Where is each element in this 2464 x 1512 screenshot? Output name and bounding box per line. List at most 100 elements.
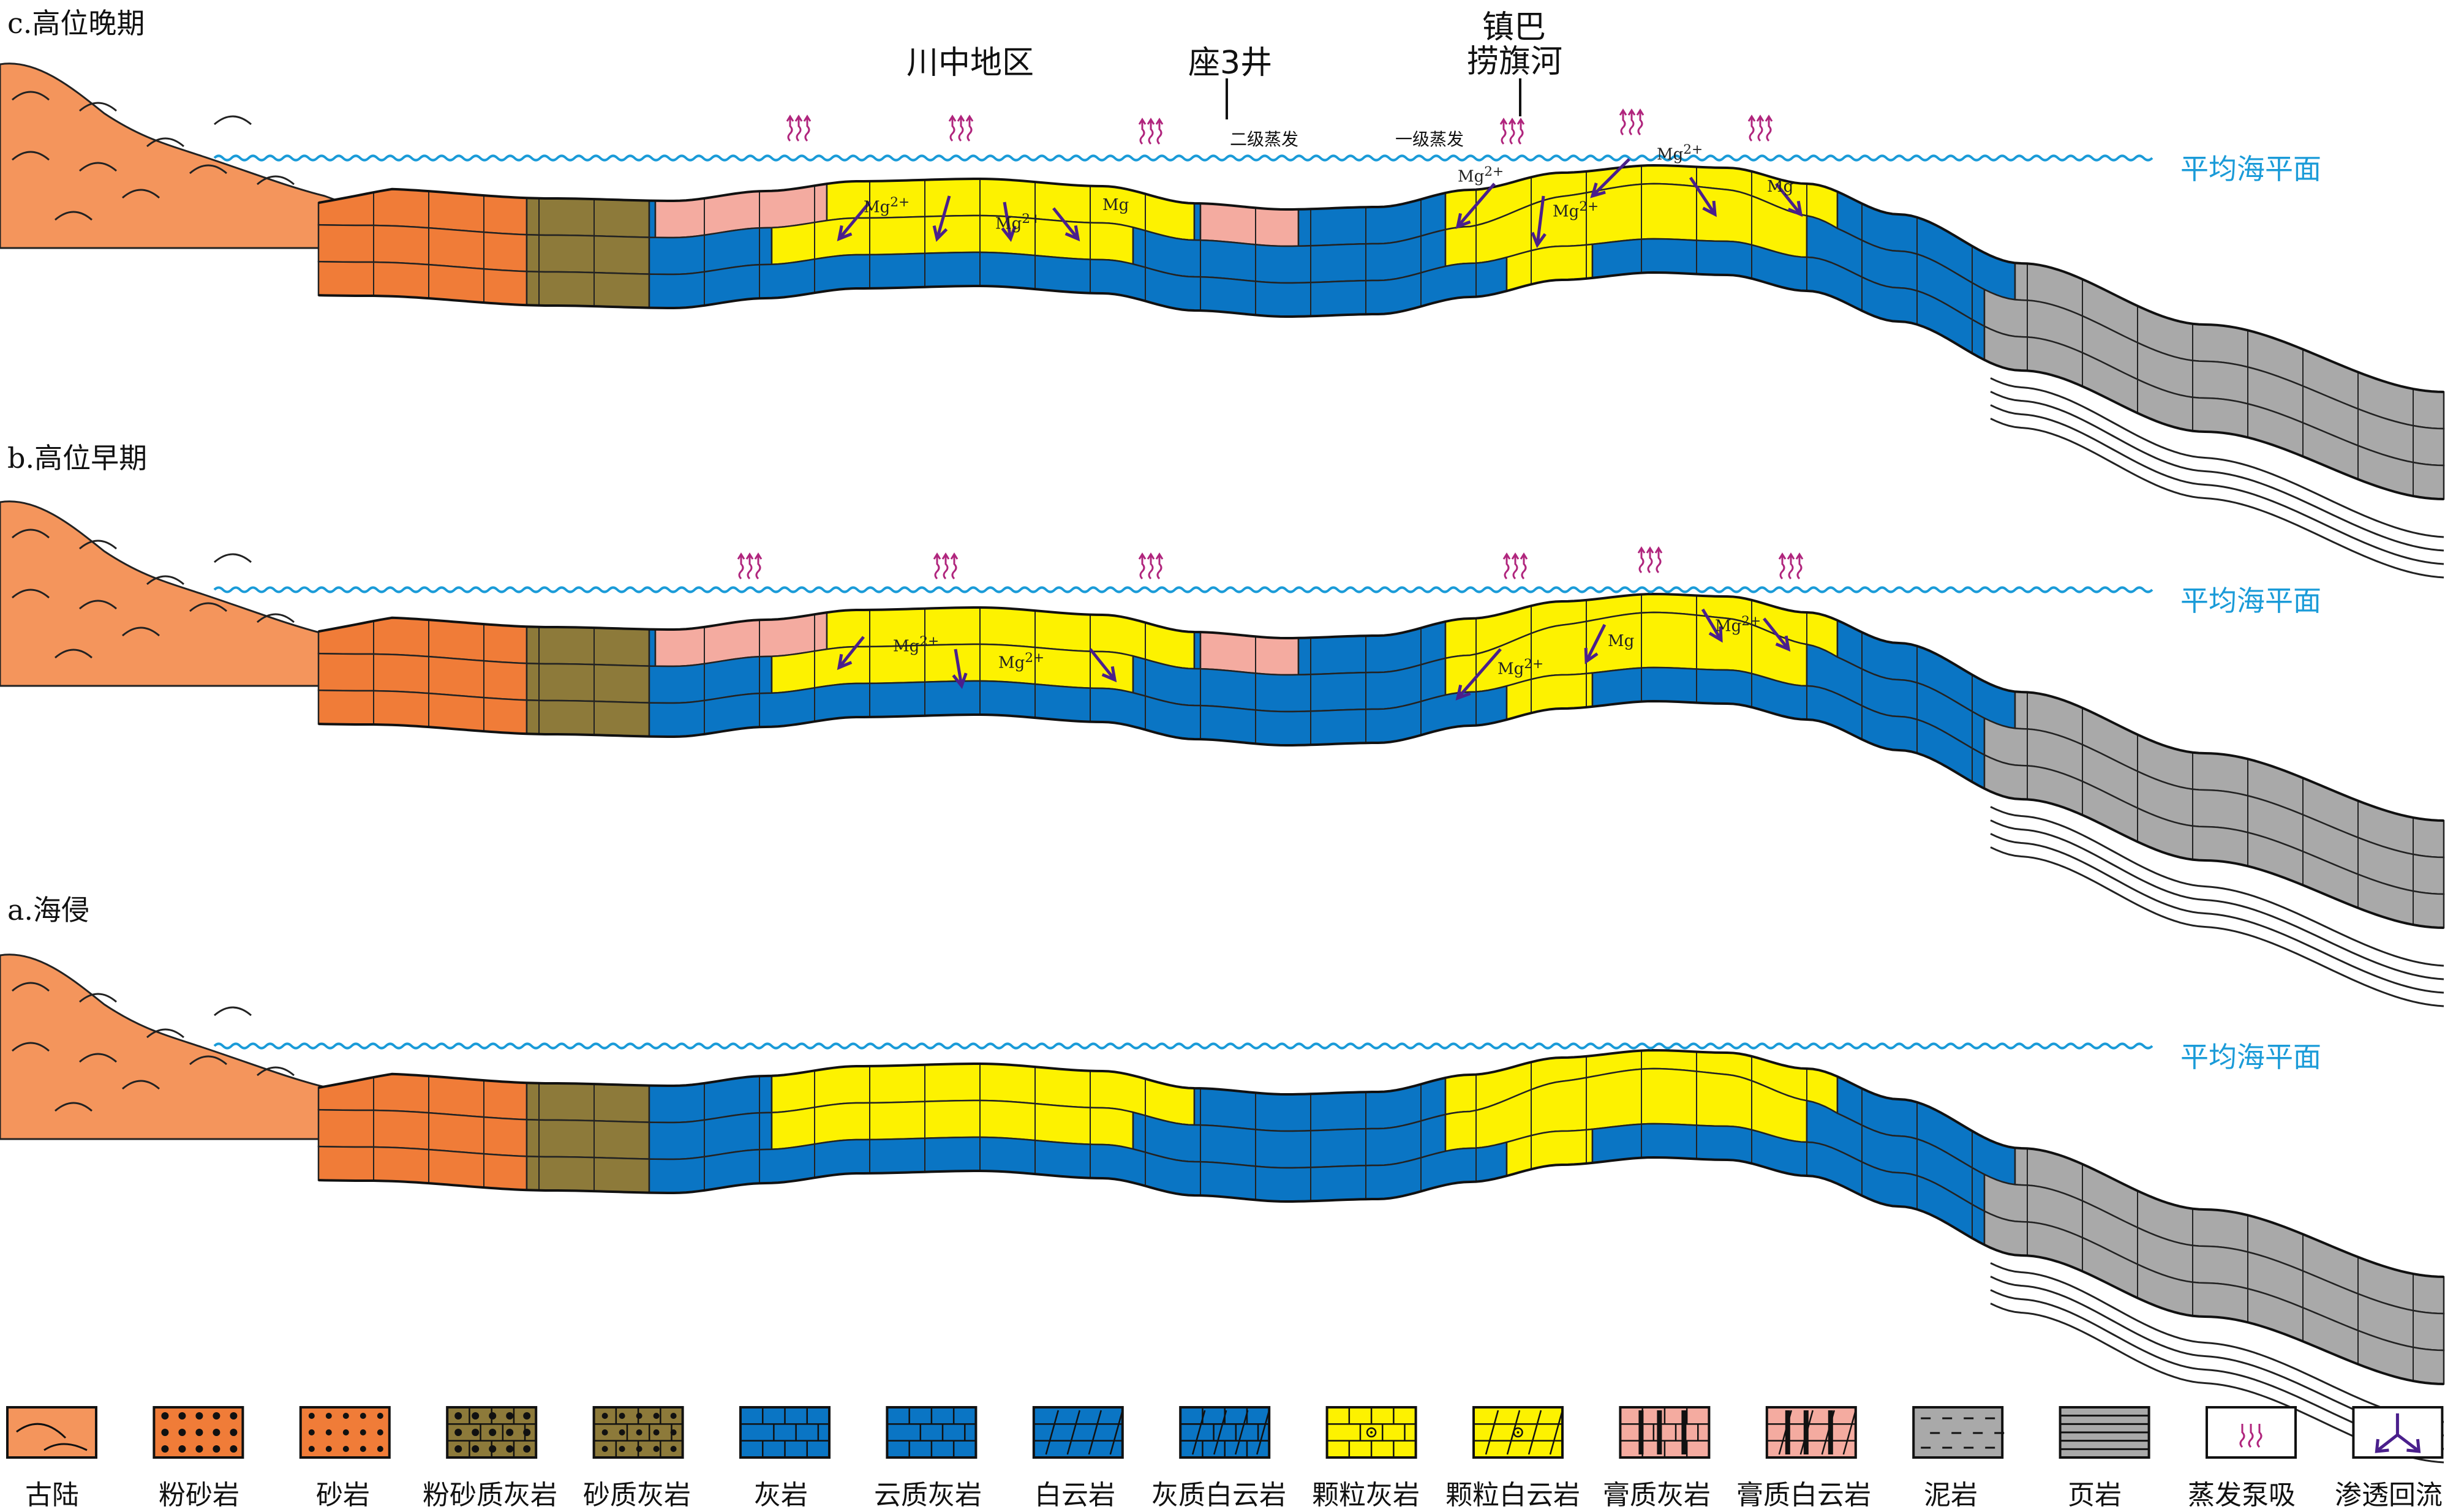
first-order-evaporation-label: 一级蒸发	[1395, 129, 1464, 149]
legend-label: 粉砂岩	[159, 1480, 239, 1511]
land-arc-mark	[122, 189, 160, 199]
legend-swatch	[153, 1406, 244, 1459]
legend-label: 古陆	[25, 1480, 79, 1511]
base-surface	[318, 699, 2444, 929]
legend-swatch	[446, 1406, 538, 1459]
location-label-zhenba: 镇巴	[1482, 9, 1547, 46]
reflux-arrow	[838, 201, 871, 240]
land-arc-mark	[79, 162, 117, 172]
legend-label: 泥岩	[1924, 1480, 1978, 1511]
evaporation-arrows-icon	[948, 115, 974, 142]
land-arc-mark	[12, 982, 50, 992]
legend-swatch	[739, 1406, 831, 1459]
second-order-evaporation-label: 二级蒸发	[1230, 129, 1299, 149]
land-arc-mark	[189, 602, 227, 612]
land-arc-mark	[55, 649, 92, 659]
reflux-arrow	[1584, 623, 1607, 663]
reflux-arrow	[1052, 207, 1079, 240]
land-arc-mark	[189, 1055, 227, 1066]
evaporation-arrows-icon	[1502, 552, 1528, 580]
legend-label: 砂质灰岩	[583, 1480, 691, 1511]
evaporation-arrows-icon	[1499, 118, 1525, 145]
reflux-arrowhead	[837, 653, 853, 671]
legend-label: 粉砂质灰岩	[423, 1480, 557, 1511]
legend-label: 颗粒灰岩	[1312, 1480, 1420, 1511]
legend-label: 云质灰岩	[874, 1480, 982, 1511]
base-surface	[318, 1156, 2444, 1385]
panel-title-a: a.海侵	[7, 893, 90, 927]
sea-level-label-a: 平均海平面	[2180, 1040, 2321, 1074]
mg-label: Mg	[1102, 196, 1129, 214]
reflux-arrowhead	[1064, 225, 1080, 242]
legend-swatch	[2352, 1406, 2444, 1459]
land-arc-mark	[79, 600, 117, 610]
reflux-arrow	[1456, 648, 1502, 699]
mg-label: Mg2+	[998, 650, 1045, 672]
land-arc-mark	[12, 1042, 50, 1052]
land-arc-mark	[122, 626, 160, 637]
shale-line	[1990, 846, 2444, 1007]
legend-swatch	[6, 1406, 97, 1459]
mg-label: Mg2+	[1657, 142, 1703, 164]
legend-swatch	[1912, 1406, 2005, 1459]
land-arc-mark	[214, 1006, 252, 1017]
legend-label: 灰质白云岩	[1151, 1480, 1286, 1511]
strata-layer	[1193, 1077, 1447, 1132]
strata-layer	[526, 662, 650, 704]
panel-title-c: c.高位晚期	[7, 7, 145, 40]
evaporation-arrows-icon	[1778, 552, 1804, 580]
reflux-arrowhead	[1455, 684, 1471, 701]
reflux-arrow	[838, 636, 865, 669]
reflux-arrowhead	[1775, 635, 1791, 652]
evaporation-arrows-icon	[786, 115, 812, 142]
strata-layer	[648, 628, 657, 668]
mg-label: Mg2+	[1458, 164, 1504, 186]
reflux-arrowhead	[1590, 182, 1606, 198]
reflux-arrowhead	[1001, 225, 1017, 243]
legend-swatch	[886, 1406, 978, 1459]
reflux-arrowhead	[952, 672, 968, 690]
legend-label: 渗透回流	[2335, 1480, 2443, 1511]
reflux-arrow	[954, 649, 963, 686]
top-surface	[318, 164, 2444, 393]
strata-layer	[526, 197, 650, 238]
legend-boxes	[6, 1406, 2444, 1459]
strata-layer	[648, 200, 657, 239]
evaporation-arrows-icon	[1747, 115, 1773, 142]
legend-label: 白云岩	[1034, 1480, 1115, 1511]
base-surface	[318, 271, 2444, 500]
land-arc-mark	[79, 1053, 117, 1063]
location-label-chuanzhong: 川中地区	[906, 45, 1034, 81]
shale-line	[1990, 806, 2444, 967]
shale-line	[1990, 1262, 2444, 1423]
sea-level-label-c: 平均海平面	[2180, 152, 2321, 186]
land-arc-mark	[79, 540, 117, 550]
location-label-laoqihe: 捞旗河	[1467, 43, 1563, 80]
land-arc-mark	[12, 589, 50, 599]
location-label-zuo3: 座3井	[1188, 45, 1273, 81]
legend-swatch	[2206, 1406, 2297, 1459]
legend-label: 页岩	[2068, 1480, 2122, 1511]
land-arc-mark	[122, 1080, 160, 1090]
legend-label: 砂岩	[316, 1480, 370, 1511]
land-arc-mark	[12, 528, 50, 539]
mg-label: Mg2+	[995, 211, 1042, 233]
reflux-arrowhead	[1584, 647, 1599, 664]
land-arc-mark	[12, 91, 50, 101]
strata-layer	[1193, 202, 1202, 241]
shale-line	[1990, 404, 2444, 565]
legend-swatch	[1032, 1406, 1124, 1459]
evaporation-arrows-icon	[1637, 546, 1663, 574]
land-arc-mark	[55, 211, 92, 221]
legend-label: 蒸发泵吸	[2188, 1480, 2296, 1511]
reflux-arrow	[1003, 201, 1012, 239]
reflux-arrow	[1535, 195, 1545, 246]
land-arc-mark	[214, 553, 252, 563]
sea-level-line	[213, 154, 2153, 162]
reflux-arrow	[1456, 182, 1496, 228]
strata-layer	[526, 1081, 650, 1123]
land-arc-mark	[55, 1102, 92, 1112]
reflux-arrow	[1763, 617, 1790, 650]
reflux-arrow	[1089, 648, 1116, 681]
